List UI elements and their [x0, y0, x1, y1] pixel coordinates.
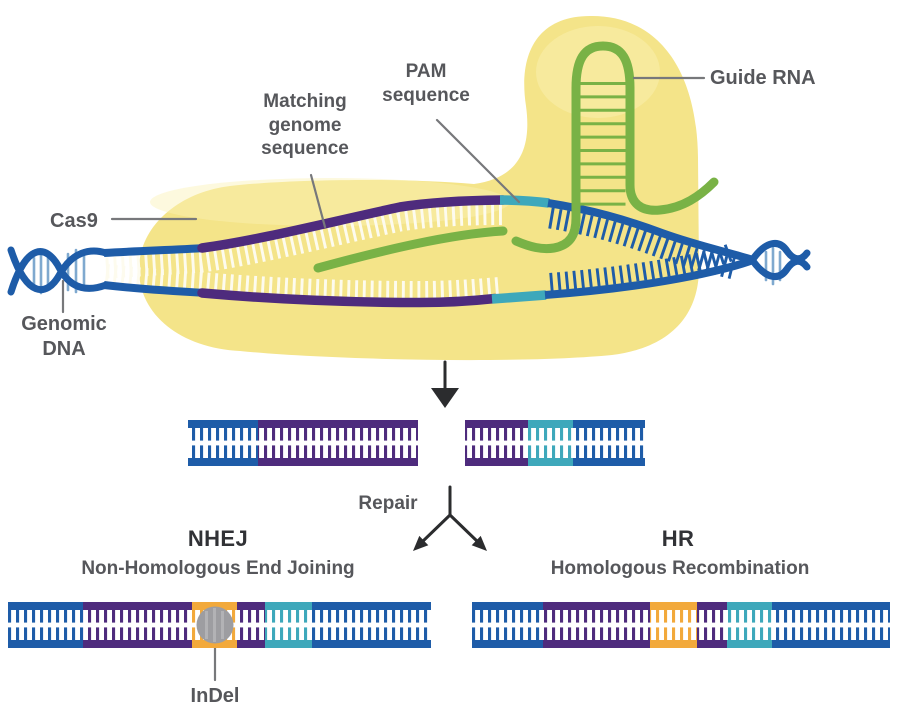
genomic-dna-label: Genomic DNA — [21, 313, 107, 360]
matching-sequence-top-segment — [197, 195, 508, 253]
dna-top-strand — [103, 195, 755, 264]
fragment-mid-gap — [188, 440, 418, 446]
helix-strand-a — [749, 240, 811, 263]
helix-strand-b — [749, 257, 811, 280]
indel-texture — [221, 611, 224, 639]
hr-subheading: Homologous Recombination — [550, 558, 810, 579]
hr-dna-strand — [472, 602, 890, 648]
matching-sequence-bottom-segment — [197, 288, 500, 308]
matching-genome-sequence-label: Matching genome sequence — [261, 91, 349, 160]
guide-rna — [313, 41, 719, 273]
guide-rna-hairpin-and-tail — [511, 41, 719, 254]
pointer-lines — [61, 76, 706, 682]
cas9-label: Cas9 — [50, 210, 98, 232]
hr-heading: HR — [661, 526, 695, 551]
cas9-blob-highlight-2 — [536, 26, 660, 118]
repair-arrow-head-left — [413, 535, 429, 551]
dna-bubble-base-pair-teeth — [104, 204, 738, 300]
indel-texture — [213, 608, 216, 642]
bottom-strand-blue-left — [103, 281, 207, 297]
repair-branch-right — [448, 513, 481, 545]
repair-arrow-head-right — [471, 535, 487, 551]
top-strand-blue-left — [103, 244, 207, 257]
pam-pointer-line — [435, 118, 521, 204]
genomic-dna-helix-left — [7, 246, 110, 296]
indel-texture — [205, 611, 208, 639]
repair-branch-arrows — [413, 485, 487, 551]
matching-sequence-pointer-line — [309, 173, 327, 229]
cut-arrow-down — [431, 360, 459, 408]
repair-branch-left — [419, 513, 452, 545]
fragment-mid-gap — [465, 440, 645, 446]
top-strand-blue-right — [547, 199, 755, 264]
repair-label: Repair — [358, 493, 418, 514]
guide-rna-matching-strand — [313, 226, 508, 273]
nhej-subheading: Non-Homologous End Joining — [81, 558, 355, 579]
bottom-strand-teeth-open — [104, 264, 501, 300]
pam-sequence-label: PAM sequence — [382, 61, 470, 106]
guide-rna-label: Guide RNA — [710, 67, 816, 89]
pam-sequence-bottom-segment — [491, 290, 547, 304]
top-strand-teeth-open — [105, 204, 506, 279]
top-strand-teeth-paired — [548, 207, 737, 280]
genomic-dna-helix-right — [749, 240, 811, 286]
nhej-heading: NHEJ — [187, 526, 249, 551]
hr-mid-gap — [472, 622, 890, 628]
indel-site — [196, 606, 234, 644]
dna-bottom-strand — [103, 256, 755, 308]
indel-label: InDel — [190, 685, 240, 707]
nhej-dna-strand — [8, 602, 431, 648]
pam-sequence-top-segment — [499, 195, 550, 208]
cut-arrow-head — [431, 388, 459, 408]
bottom-strand-teeth-paired — [549, 242, 738, 291]
cut-fragment-left — [188, 420, 418, 466]
indel-circle — [196, 606, 234, 644]
bottom-strand-blue-right — [544, 256, 755, 299]
helix-strand-b — [7, 248, 110, 296]
cas9-blob-highlight — [150, 178, 510, 226]
cut-fragment-right — [465, 420, 645, 466]
